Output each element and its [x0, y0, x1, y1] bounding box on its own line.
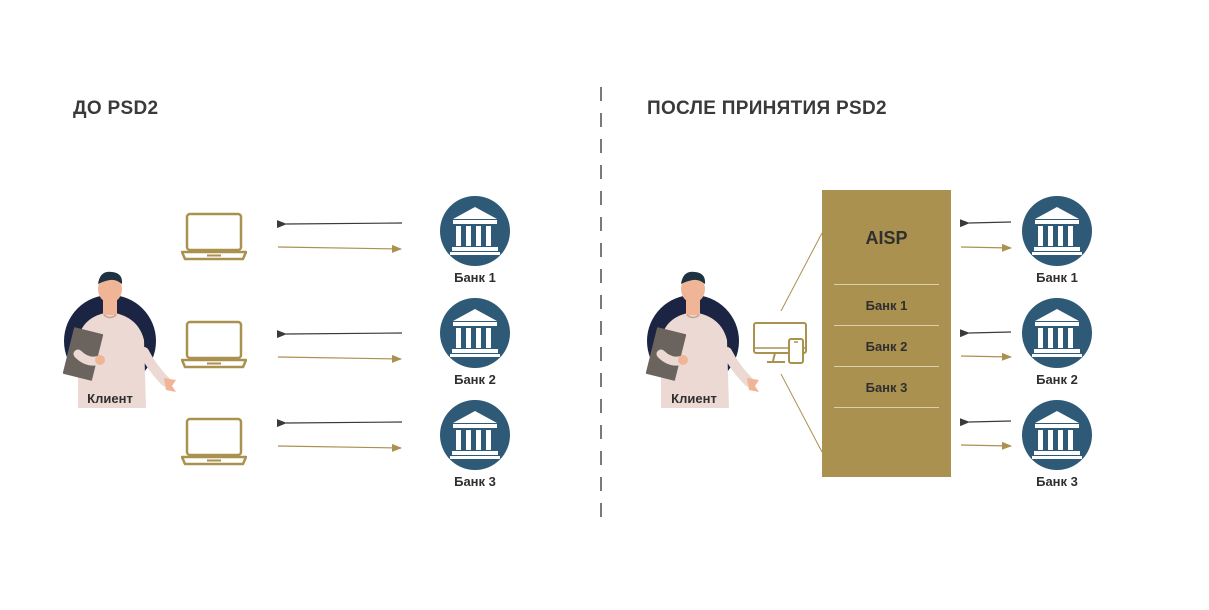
right-bank-icon-1: [1022, 196, 1092, 266]
left-bank-label-1: Банк 1: [454, 270, 496, 285]
left-arrow-in-1: [276, 220, 403, 229]
right-section-title: ПОСЛЕ ПРИНЯТИЯ PSD2: [647, 98, 887, 119]
aisp-divider: [834, 325, 939, 326]
right-client-label: Клиент: [671, 391, 717, 406]
right-bank-icon-3: [1022, 400, 1092, 470]
right-bank-label-2: Банк 2: [1036, 372, 1078, 387]
left-arrow-out-3: [277, 443, 402, 452]
right-arrow-out-3: [960, 441, 1012, 450]
left-bank-icon-3: [440, 400, 510, 470]
left-laptop-icon-2: [181, 320, 247, 369]
left-section-title: ДО PSD2: [73, 98, 159, 119]
left-arrow-out-1: [277, 244, 402, 253]
right-arrow-in-3: [959, 418, 1012, 427]
aisp-divider: [834, 284, 939, 285]
connector-bottom: [780, 373, 823, 453]
right-arrow-in-2: [959, 329, 1012, 338]
right-bank-label-3: Банк 3: [1036, 474, 1078, 489]
left-client-label: Клиент: [87, 391, 133, 406]
left-client-person-icon: [63, 272, 176, 408]
right-client-person-icon: [646, 272, 759, 408]
left-arrow-in-3: [276, 419, 403, 428]
right-arrow-in-1: [959, 219, 1012, 228]
right-bank-icon-2: [1022, 298, 1092, 368]
aisp-title: AISP: [865, 228, 908, 248]
right-bank-label-1: Банк 1: [1036, 270, 1078, 285]
right-arrow-out-2: [960, 352, 1012, 361]
aisp-row-bank-3: Банк 3: [865, 380, 908, 395]
aisp-box: AISP Банк 1 Банк 2 Банк 3: [822, 190, 951, 477]
right-arrow-out-1: [960, 243, 1012, 252]
aisp-row-bank-2: Банк 2: [865, 339, 908, 354]
left-bank-label-3: Банк 3: [454, 474, 496, 489]
left-bank-label-2: Банк 2: [454, 372, 496, 387]
left-laptop-icon-3: [181, 417, 247, 466]
left-bank-icon-2: [440, 298, 510, 368]
left-laptop-icon-1: [181, 212, 247, 261]
connector-top: [780, 232, 823, 312]
aisp-divider: [834, 407, 939, 408]
left-bank-icon-1: [440, 196, 510, 266]
desktop-phone-icon: [753, 322, 807, 364]
aisp-row-bank-1: Банк 1: [865, 298, 908, 313]
aisp-divider: [834, 366, 939, 367]
left-arrow-out-2: [277, 354, 402, 363]
left-arrow-in-2: [276, 330, 403, 339]
